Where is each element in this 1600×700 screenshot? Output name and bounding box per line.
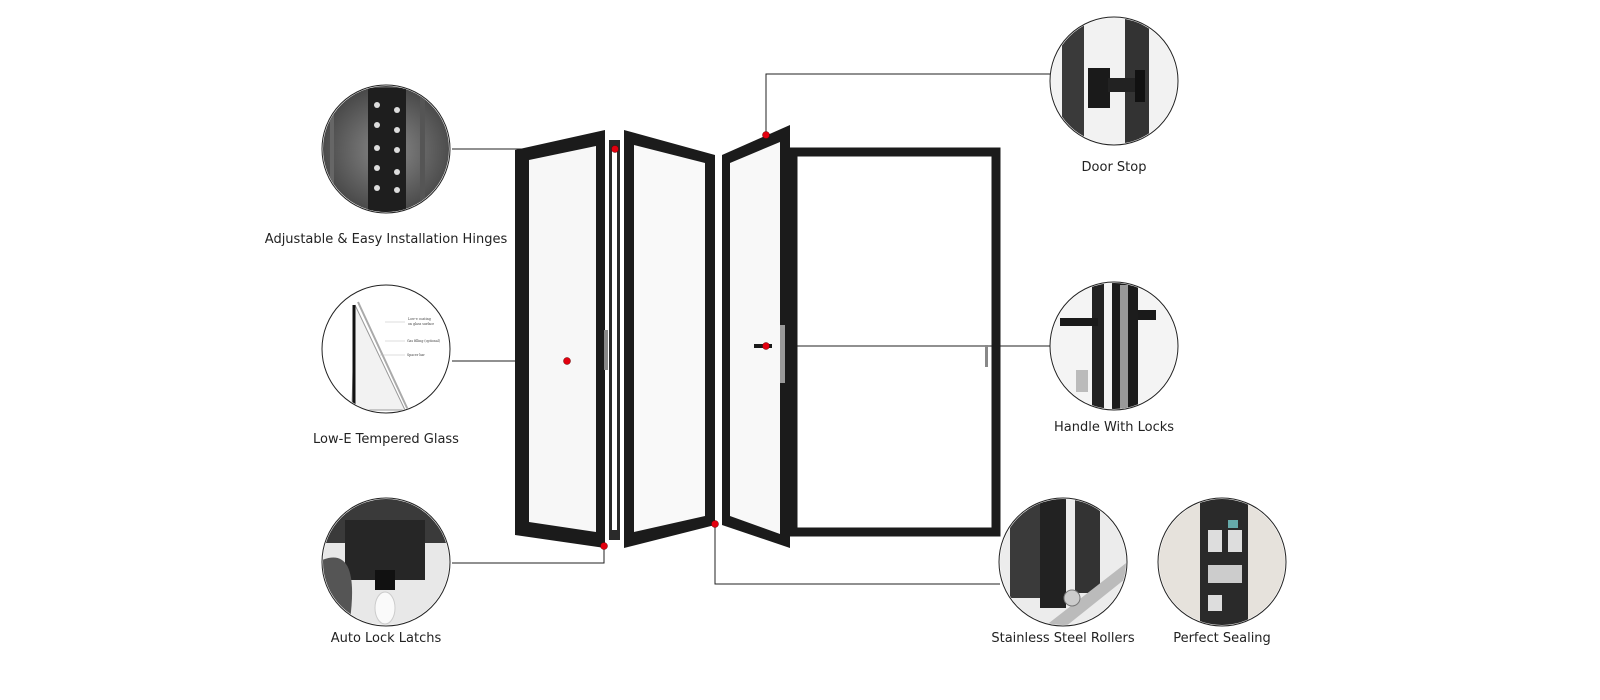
leader-lines: [452, 73, 1050, 585]
label-handle: Handle With Locks: [1053, 420, 1175, 435]
glass-note: Spacer bar: [407, 353, 425, 357]
marker-glass: [563, 357, 571, 365]
marker-handle: [762, 342, 770, 350]
label-sealing: Perfect Sealing: [1173, 631, 1271, 646]
handle-detail-icon: [1049, 281, 1179, 411]
markers: [563, 131, 770, 550]
glass-note: Gas filling (optional): [407, 339, 440, 343]
door-frame: [788, 147, 1001, 537]
roller-detail-icon: [998, 497, 1128, 627]
sealing-detail-icon: [1157, 497, 1287, 627]
latch-detail-icon: [321, 497, 451, 627]
label-hinges: Adjustable & Easy Installation Hinges: [264, 232, 508, 247]
hinge-detail-icon: [321, 84, 451, 214]
glass-detail-icon: Low-e coating on glass surface Gas filli…: [321, 284, 451, 414]
label-rollers: Stainless Steel Rollers: [991, 631, 1135, 646]
marker-hinge: [611, 145, 619, 153]
label-latch: Auto Lock Latchs: [330, 631, 442, 646]
marker-rollers: [711, 520, 719, 528]
door-stop-detail-icon: [1049, 16, 1179, 146]
glass-note: on glass surface: [408, 322, 434, 326]
marker-door-stop: [762, 131, 770, 139]
label-glass: Low-E Tempered Glass: [313, 432, 459, 447]
marker-latch: [600, 542, 608, 550]
bifold-door: [515, 125, 1001, 548]
glass-note: Low-e coating: [408, 317, 431, 321]
label-door-stop: Door Stop: [1081, 160, 1147, 175]
